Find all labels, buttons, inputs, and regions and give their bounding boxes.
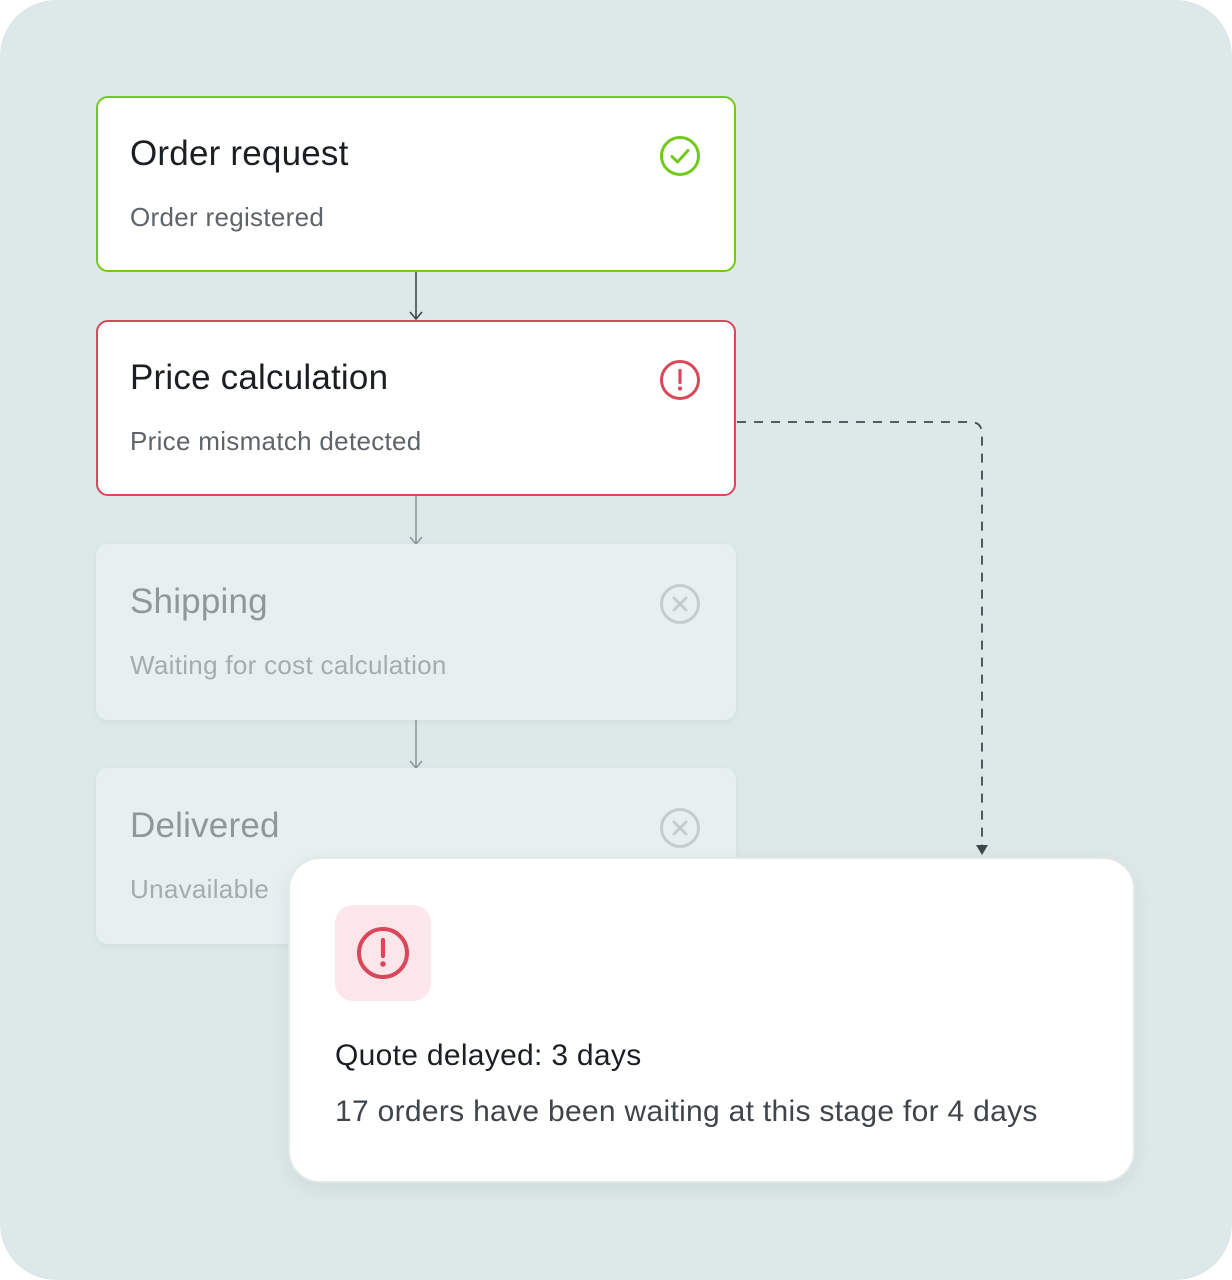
- stage-title: Price calculation: [130, 358, 389, 397]
- stage-title: Shipping: [130, 582, 268, 621]
- x-circle-icon: [658, 582, 702, 626]
- alert-title: Quote delayed: 3 days: [335, 1039, 642, 1072]
- alert-circle-icon: [357, 927, 409, 979]
- check-circle-icon: [658, 134, 702, 178]
- connector-price-to-shipping: [409, 496, 423, 546]
- stage-card-price-calculation[interactable]: Price calculation Price mismatch detecte…: [96, 320, 736, 496]
- stage-card-shipping[interactable]: Shipping Waiting for cost calculation: [96, 544, 736, 720]
- stage-title: Order request: [130, 134, 349, 173]
- x-circle-icon: [658, 806, 702, 850]
- stage-subtitle: Waiting for cost calculation: [130, 650, 447, 680]
- alert-description: 17 orders have been waiting at this stag…: [335, 1095, 1038, 1128]
- stage-subtitle: Order registered: [130, 202, 325, 232]
- alert-badge: [335, 905, 431, 1001]
- dashed-connector-price-to-alert: [737, 421, 988, 855]
- stage-subtitle: Price mismatch detected: [130, 426, 422, 456]
- stage-title: Delivered: [130, 806, 280, 845]
- stage-card-order-request[interactable]: Order request Order registered: [96, 96, 736, 272]
- alert-circle-icon: [658, 358, 702, 402]
- connector-shipping-to-delivered: [409, 720, 423, 770]
- alert-card[interactable]: Quote delayed: 3 days 17 orders have bee…: [288, 857, 1135, 1183]
- stage-subtitle: Unavailable: [130, 874, 270, 904]
- connector-order-to-price: [409, 271, 423, 321]
